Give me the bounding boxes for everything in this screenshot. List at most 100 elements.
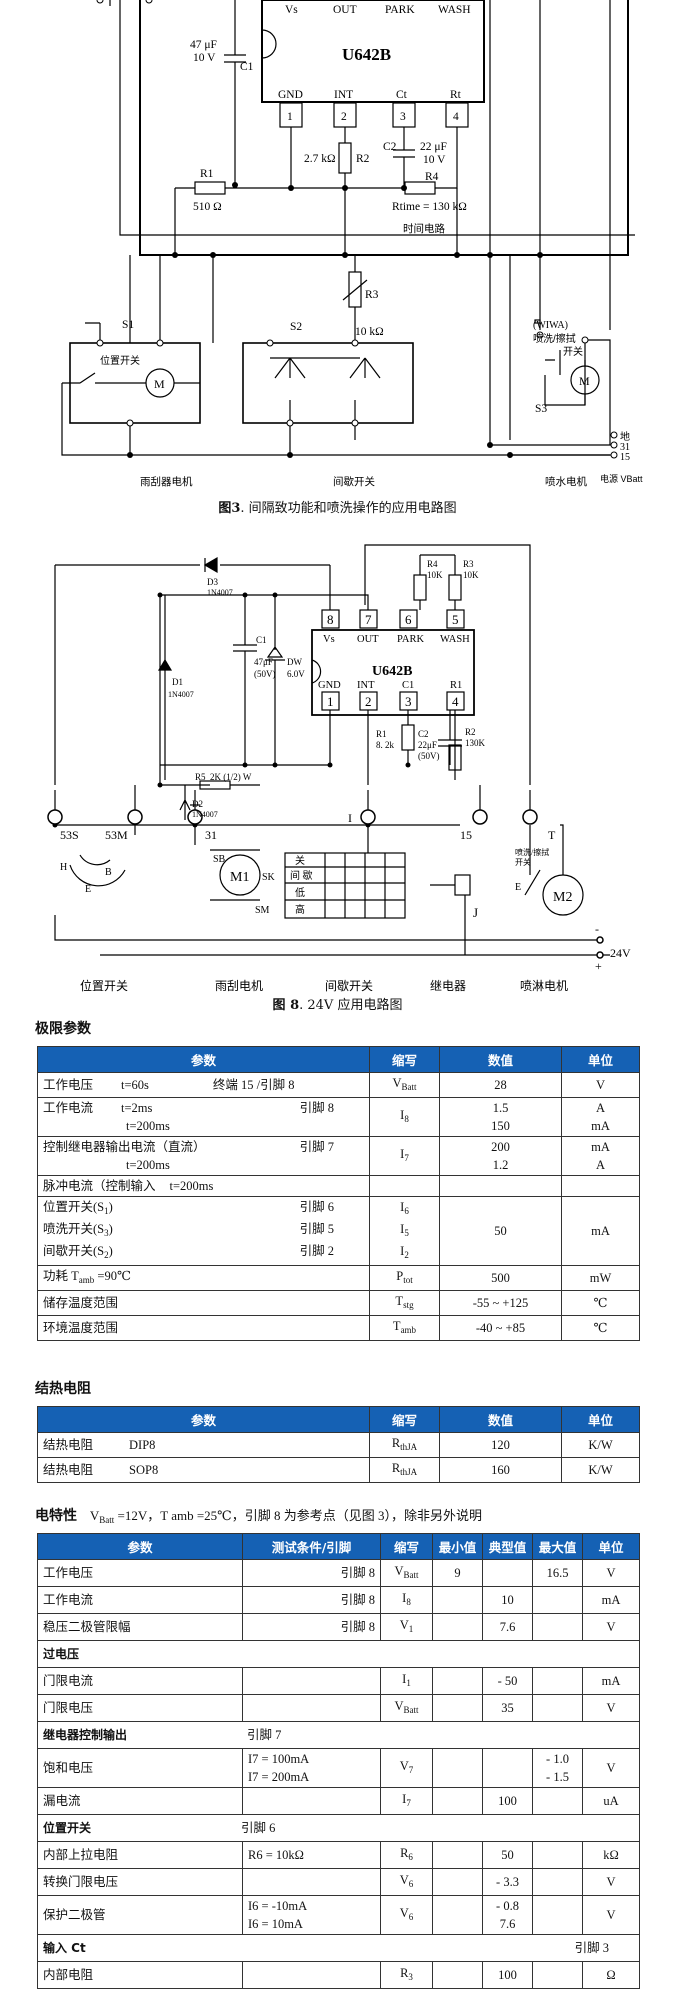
- fig3-label-int-switch: 间歇开关: [333, 475, 375, 488]
- fig8-c2: C2: [418, 729, 429, 739]
- cell-text: 引脚 5: [299, 1222, 334, 1236]
- fig3-pin-vs: Vs: [285, 4, 298, 16]
- fig8-d2-type: 1N4007: [192, 810, 218, 819]
- fig8-chip-name: U642B: [372, 664, 412, 679]
- cell-sub: 1: [104, 1206, 109, 1216]
- fig8-term-15: 15: [460, 828, 472, 842]
- fig3-s3: S3: [535, 403, 547, 415]
- fig8-caption-num: 图 8: [272, 998, 300, 1013]
- cell-unit: ℃: [561, 1315, 640, 1341]
- cell-text: 引脚 2: [299, 1244, 334, 1258]
- cell-unit: V: [561, 1072, 640, 1098]
- cell-value: 1.5: [492, 1101, 509, 1115]
- cell-text: V: [399, 1759, 409, 1773]
- fig3-c2-v: 10 V: [423, 154, 446, 166]
- limits-header-value: 数值: [439, 1046, 562, 1073]
- fig8-e: E: [85, 884, 91, 895]
- cell-text: 门限电压: [37, 1694, 243, 1722]
- fig8-r2-v: 130K: [465, 738, 486, 748]
- cell-text: V: [394, 1564, 404, 1578]
- fig8-label-int-switch: 间歇开关: [325, 979, 373, 993]
- cell-text: SOP8: [129, 1463, 159, 1477]
- group-pin: 引脚 3: [574, 1941, 609, 1955]
- fig3-s1: S1: [122, 319, 134, 331]
- cell-sub: amb: [400, 1325, 417, 1335]
- thermal-header-param: 参数: [37, 1406, 370, 1433]
- fig3-pin-int: INT: [334, 89, 353, 101]
- figure-3-caption: 图3. 间隔致功能和喷洗操作的应用电路图: [0, 497, 675, 516]
- table-row: 内部上拉电阻 R6 = 10kΩ R6 50 kΩ: [37, 1841, 640, 1869]
- fig8-sb: SB: [213, 854, 226, 865]
- cell-text: 脉冲电流（控制输入: [43, 1179, 156, 1193]
- cell-text: V: [399, 1873, 409, 1887]
- fig3-wiwa: (WIWA): [533, 320, 568, 331]
- fig8-wash-text1: 喷洗/擦拭: [515, 847, 549, 857]
- cell-text: 门限电流: [37, 1667, 243, 1695]
- cell-sub: 1: [406, 1678, 411, 1688]
- fig3-wash-sw1: 喷洗/擦拭: [533, 332, 576, 345]
- fig3-r1-val: 510 Ω: [193, 201, 222, 213]
- fig8-wash-text2: 开关: [515, 857, 531, 867]
- fig3-label-wiper: 雨刮器电机: [140, 475, 193, 488]
- fig8-pin-2: 2: [365, 694, 372, 709]
- fig8-pin-5: 5: [452, 612, 459, 627]
- fig8-pin-r1: R1: [450, 680, 462, 691]
- fig8-r1-v: 8. 2k: [376, 740, 395, 750]
- cell-text: 结热电阻: [43, 1438, 94, 1452]
- fig8-minus: -: [595, 922, 599, 936]
- cell-text: 工作电流: [43, 1101, 94, 1115]
- fig8-pin-3: 3: [405, 694, 412, 709]
- fig8-term-53m: 53M: [105, 828, 128, 842]
- cell-sub: 6: [408, 1879, 414, 1889]
- thermal-title: 结热电阻: [35, 1381, 91, 1397]
- cell-sub: thJA: [400, 1442, 418, 1452]
- cell-cond: I6 = -10mA: [248, 1899, 308, 1913]
- cell-value: 500: [439, 1265, 562, 1291]
- cell-unit: mA: [591, 1119, 610, 1133]
- cell-text: I: [400, 1244, 405, 1258]
- cell-unit: V: [582, 1613, 640, 1641]
- cell-text: 引脚 6: [299, 1200, 334, 1214]
- cell-typ: - 3.3: [482, 1868, 533, 1896]
- fig8-pin-6: 6: [405, 612, 412, 627]
- cell-unit: V: [582, 1868, 640, 1896]
- cell-sub: 7: [406, 1798, 411, 1808]
- fig3-r4: R4: [425, 171, 439, 183]
- fig3-label-supply: 电源 VBatt: [600, 473, 643, 484]
- group-label: 输入 Ct: [43, 1941, 86, 1955]
- cell-sub: amb: [78, 1275, 95, 1285]
- cell-sub: 6: [404, 1206, 409, 1216]
- fig8-pin-1: 1: [327, 694, 334, 709]
- fig8-24v: 24V: [610, 946, 631, 960]
- fig3-c1: C1: [240, 61, 254, 73]
- fig8-term-53s: 53S: [60, 828, 79, 842]
- group-row: 输入 Ct 引脚 3: [37, 1934, 640, 1962]
- fig8-label-washer: 喷淋电机: [520, 979, 568, 993]
- fig8-r1: R1: [376, 729, 387, 739]
- table-row: 位置开关(S1)引脚 6 喷洗开关(S3)引脚 5 间歇开关(S2)引脚 2 I…: [37, 1196, 640, 1266]
- fig3-pin-4: 4: [453, 111, 459, 123]
- cell-text: =90℃: [94, 1269, 131, 1283]
- figure-8-circuit: 8 7 6 5 Vs OUT PARK WASH U642B GND INT C…: [47, 544, 631, 993]
- fig3-pin-park: PARK: [385, 4, 415, 16]
- cell-unit: V: [582, 1559, 640, 1587]
- cell-typ: 100: [482, 1787, 533, 1815]
- cell-sub: thJA: [400, 1467, 418, 1477]
- fig8-d3-type: 1N4007: [207, 588, 233, 597]
- elec-header-min: 最小值: [432, 1533, 483, 1560]
- table-row: 内部电阻 R3 100 Ω: [37, 1961, 640, 1989]
- cell-text: 内部电阻: [37, 1961, 243, 1989]
- table-row: 储存温度范围 Tstg -55 ~ +125 ℃: [37, 1290, 640, 1316]
- cell-sub: 7: [408, 1765, 414, 1775]
- cell-value: 160: [439, 1457, 562, 1483]
- thermal-header-unit: 单位: [561, 1406, 640, 1433]
- cell-cond: I7 = 100mA: [248, 1752, 310, 1766]
- cell-value: 200: [491, 1140, 510, 1154]
- fig3-motor1: M: [154, 377, 165, 391]
- fig3-c2-val: 22 μF: [420, 141, 447, 153]
- fig3-pin-3: 3: [400, 111, 406, 123]
